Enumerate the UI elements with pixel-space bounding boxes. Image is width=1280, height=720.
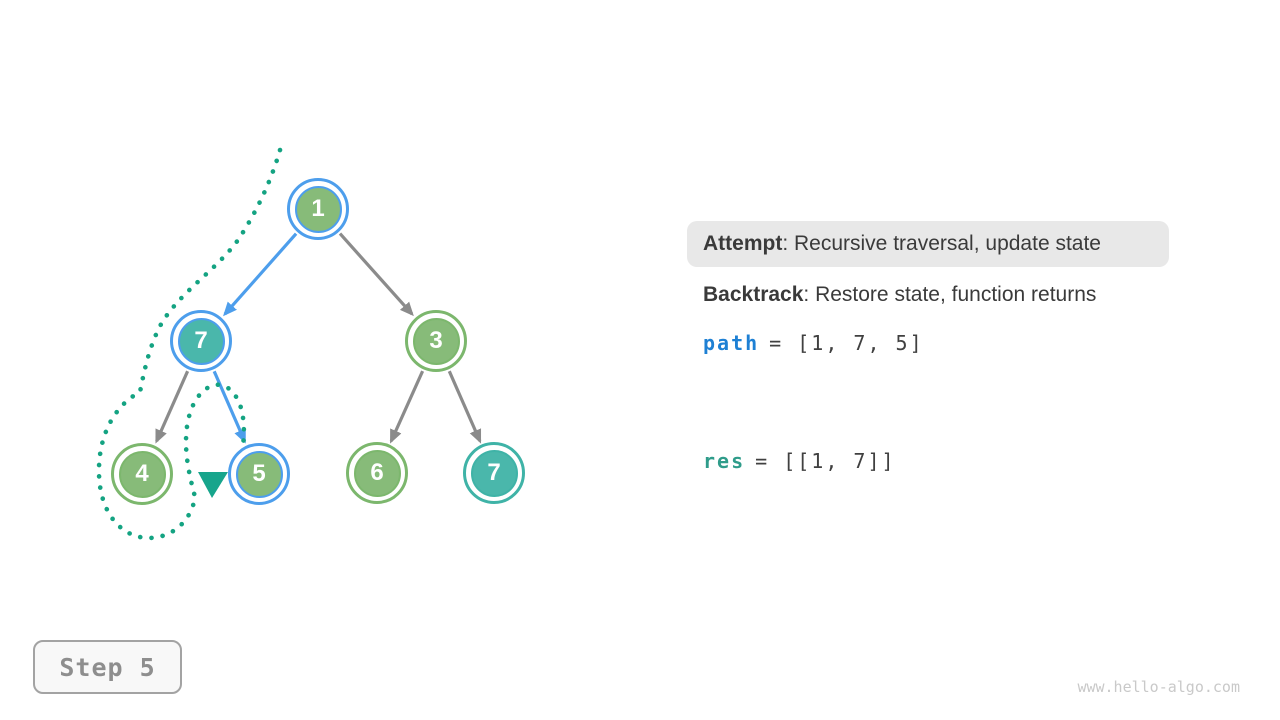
edge-3-6	[389, 370, 425, 444]
tree-node-7-right-label: 7	[470, 449, 518, 497]
tree-node-7-left-label: 7	[177, 317, 225, 365]
backtrack-row: Backtrack: Restore state, function retur…	[703, 283, 1096, 307]
edge-3-7	[447, 370, 482, 444]
tree-node-6: 6	[346, 442, 408, 504]
res-variable-name: res	[703, 449, 746, 473]
attempt-row: Attempt: Recursive traversal, update sta…	[687, 221, 1169, 267]
backtrack-text: : Restore state, function returns	[803, 283, 1097, 306]
edge-1-7	[223, 232, 298, 317]
path-variable-name: path	[703, 331, 760, 355]
step-badge: Step 5	[33, 640, 182, 694]
tree-node-5: 5	[228, 443, 290, 505]
tree-node-7-left: 7	[170, 310, 232, 372]
tree-node-3: 3	[405, 310, 467, 372]
tree-node-4: 4	[111, 443, 173, 505]
attempt-text: : Recursive traversal, update state	[782, 232, 1101, 255]
edge-1-3	[338, 232, 414, 317]
attempt-label: Attempt	[703, 232, 783, 255]
tree-node-3-label: 3	[412, 317, 460, 365]
path-variable-value: = [1, 7, 5]	[769, 331, 924, 355]
traversal-arrowhead-icon	[198, 472, 228, 498]
tree-node-5-label: 5	[235, 450, 283, 498]
tree-node-7-right: 7	[463, 442, 525, 504]
tree-node-1: 1	[287, 178, 349, 240]
edge-7-4	[155, 370, 190, 444]
path-variable-row: path = [1, 7, 5]	[703, 331, 924, 355]
tree-node-4-label: 4	[118, 450, 166, 498]
watermark: www.hello-algo.com	[1077, 678, 1240, 696]
tree-node-6-label: 6	[353, 449, 401, 497]
res-variable-value: = [[1, 7]]	[755, 449, 896, 473]
tree-node-1-label: 1	[294, 185, 342, 233]
step-badge-label: Step 5	[59, 652, 156, 682]
backtrack-label: Backtrack	[703, 283, 804, 306]
res-variable-row: res = [[1, 7]]	[703, 449, 896, 473]
tree-edges-layer	[96, 147, 482, 541]
